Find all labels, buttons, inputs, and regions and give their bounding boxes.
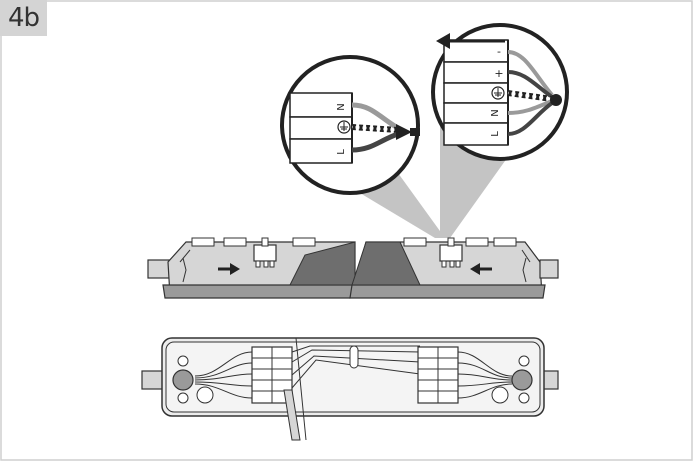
right-wires xyxy=(507,50,562,136)
right-terminal-label-plus: + xyxy=(494,67,503,80)
luminaire-side-view xyxy=(147,237,559,299)
left-wires xyxy=(351,102,420,153)
earth-icon-left xyxy=(337,120,351,134)
step-label: 4b xyxy=(0,0,47,36)
through-wiring xyxy=(283,337,421,441)
fixing-clip xyxy=(349,345,359,369)
left-housing xyxy=(162,237,356,299)
right-detail-circle: - + N L xyxy=(431,23,569,161)
right-terminal-strip xyxy=(417,346,459,404)
right-grommet xyxy=(511,369,533,391)
arrow-right-icon xyxy=(218,263,240,275)
right-connector xyxy=(439,237,463,268)
left-connector xyxy=(253,237,277,268)
right-terminal-label-l: L xyxy=(490,131,501,137)
release-arrow-icon xyxy=(436,33,505,49)
luminaire-top-view xyxy=(141,337,559,441)
right-cable-stub xyxy=(539,259,559,279)
right-housing xyxy=(349,237,546,299)
left-internal-wiring xyxy=(194,351,253,399)
right-internal-wiring xyxy=(457,351,513,399)
left-terminal-label-l: L xyxy=(336,149,347,155)
left-terminal-label-n: N xyxy=(336,103,347,110)
left-detail-circle: N L xyxy=(280,55,420,195)
left-grommet xyxy=(172,369,194,391)
right-terminal-label-minus: - xyxy=(497,45,501,58)
earth-icon-right xyxy=(491,86,505,100)
arrow-left-icon xyxy=(470,263,492,275)
right-terminal-label-n: N xyxy=(490,109,501,116)
